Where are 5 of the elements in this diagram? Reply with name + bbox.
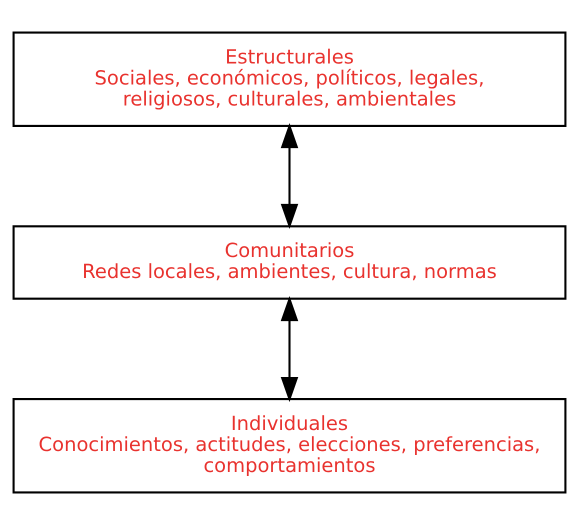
node-box: Individuales Conocimientos, actitudes, elecciones, preferencias, comportamientos	[12, 398, 566, 493]
node-box: Comunitarios Redes locales, ambientes, cultura, normas	[12, 224, 566, 300]
node-box: Estructurales Sociales, económicos, políticos, legales, religiosos, culturales, ambientales	[12, 31, 566, 126]
arrow	[280, 295, 298, 402]
arrow	[280, 122, 298, 228]
